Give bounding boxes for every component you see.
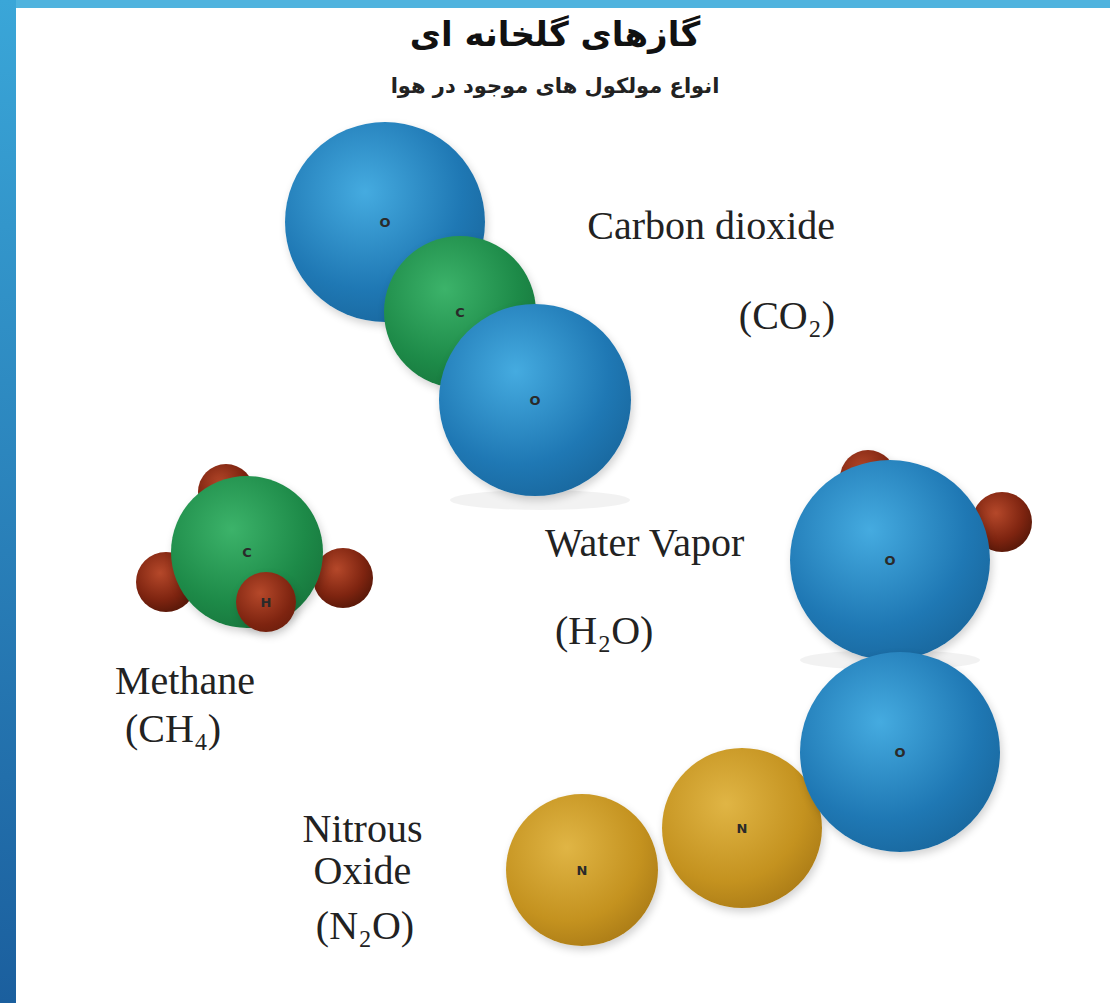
atom-symbol: O [894, 746, 905, 759]
subtitle: انواع مولکول های موجود در هوا [200, 75, 910, 97]
atom-circle: O [800, 652, 1000, 852]
atom-symbol: O [379, 216, 390, 229]
top-band [0, 0, 1110, 8]
molecule-name: Carbon dioxide [585, 205, 835, 247]
atom-circle: N [662, 748, 822, 908]
chemical-formula: (N₂O) [265, 905, 465, 947]
atom-symbol: N [577, 864, 588, 877]
atom-symbol: C [242, 546, 252, 559]
atom-symbol: C [455, 306, 465, 319]
molecule-name: Methane [115, 660, 355, 702]
molecule-name: Nitrous Oxide [255, 808, 470, 892]
title: گازهای گلخانه ای [200, 14, 910, 54]
chemical-formula: (CH₄) [125, 708, 325, 750]
atom-circle: O [790, 460, 990, 660]
atom-circle: H [236, 572, 296, 632]
atom-symbol: O [884, 554, 895, 567]
side-band [0, 0, 16, 1003]
chemical-formula: (H₂O) [555, 610, 745, 652]
atom-symbol: O [529, 394, 540, 407]
chemical-formula: (CO₂) [635, 295, 835, 337]
atom-circle: N [506, 794, 658, 946]
molecule-name: Water Vapor [545, 522, 745, 564]
atom-symbol: H [261, 596, 272, 609]
atom-symbol: N [737, 822, 748, 835]
atom-circle: O [439, 304, 631, 496]
